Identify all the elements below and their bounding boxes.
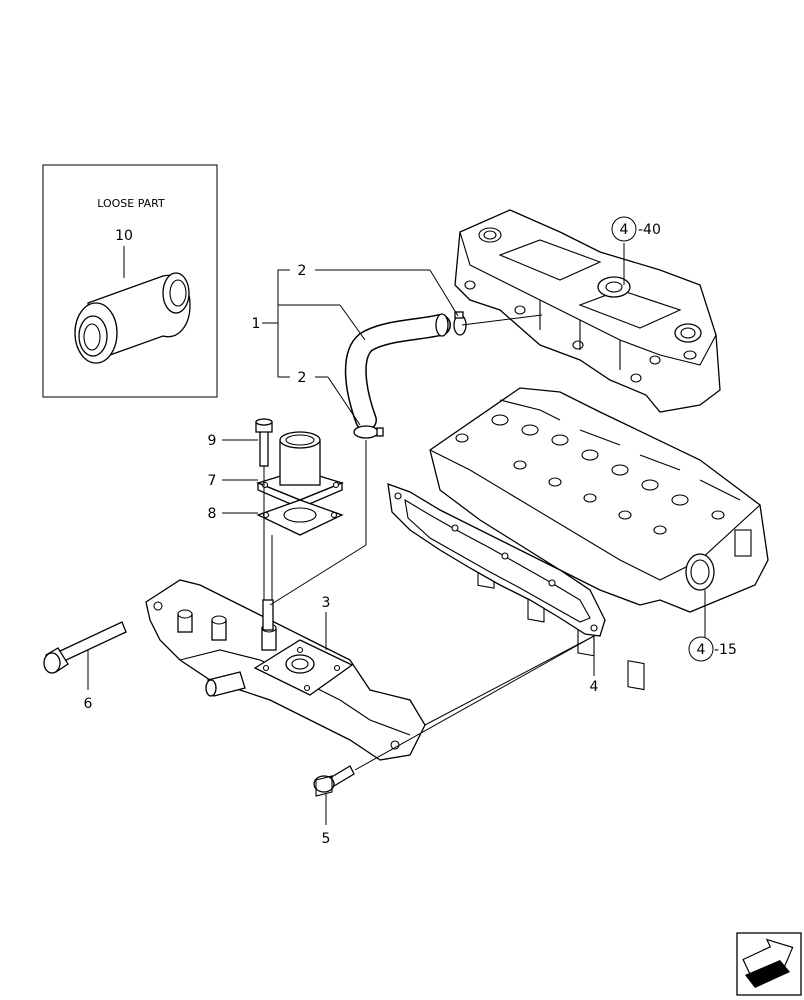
callout-7: 7 xyxy=(208,473,217,489)
cylinder-head-bosses xyxy=(455,414,725,535)
thermostat-gasket xyxy=(256,499,344,536)
callout-9: 9 xyxy=(208,433,217,449)
filter-element-part xyxy=(74,272,191,364)
callout-8: 8 xyxy=(208,506,217,522)
reference-4-40[interactable]: 4 -40 xyxy=(611,216,661,242)
intake-manifold-gasket xyxy=(387,483,606,637)
reference-4-15[interactable]: 4 -15 xyxy=(688,636,737,662)
loose-part-box: LOOSE PART 10 xyxy=(42,164,218,398)
thermostat-housing xyxy=(256,431,344,509)
intake-manifold xyxy=(145,579,426,761)
loose-part-title: LOOSE PART xyxy=(97,197,165,210)
callout-5: 5 xyxy=(322,831,331,847)
reference-4-40-circle: 4 xyxy=(620,222,629,238)
hose-clamp-upper xyxy=(453,311,467,336)
bolt-9 xyxy=(255,418,273,467)
bolt-5 xyxy=(313,765,355,797)
callout-6: 6 xyxy=(84,696,93,712)
callout-10: 10 xyxy=(115,228,133,244)
reference-4-40-suffix: -40 xyxy=(638,222,661,238)
manifold-flange xyxy=(253,639,354,696)
reference-4-15-suffix: -15 xyxy=(714,642,737,658)
callout-1: 1 xyxy=(252,316,261,332)
reference-4-15-circle: 4 xyxy=(697,642,706,658)
valve-cover xyxy=(454,209,721,413)
callout-4: 4 xyxy=(590,679,599,695)
stud-on-manifold xyxy=(262,599,274,631)
callout-3: 3 xyxy=(322,595,331,611)
bolt-6 xyxy=(43,621,127,674)
hose-assembly xyxy=(344,311,467,439)
callout-2-upper: 2 xyxy=(298,263,307,279)
hose-clamp-lower xyxy=(353,425,384,439)
callout-2-lower: 2 xyxy=(298,370,307,386)
next-page-arrow-icon[interactable] xyxy=(736,931,802,996)
leader-lines xyxy=(87,243,706,825)
